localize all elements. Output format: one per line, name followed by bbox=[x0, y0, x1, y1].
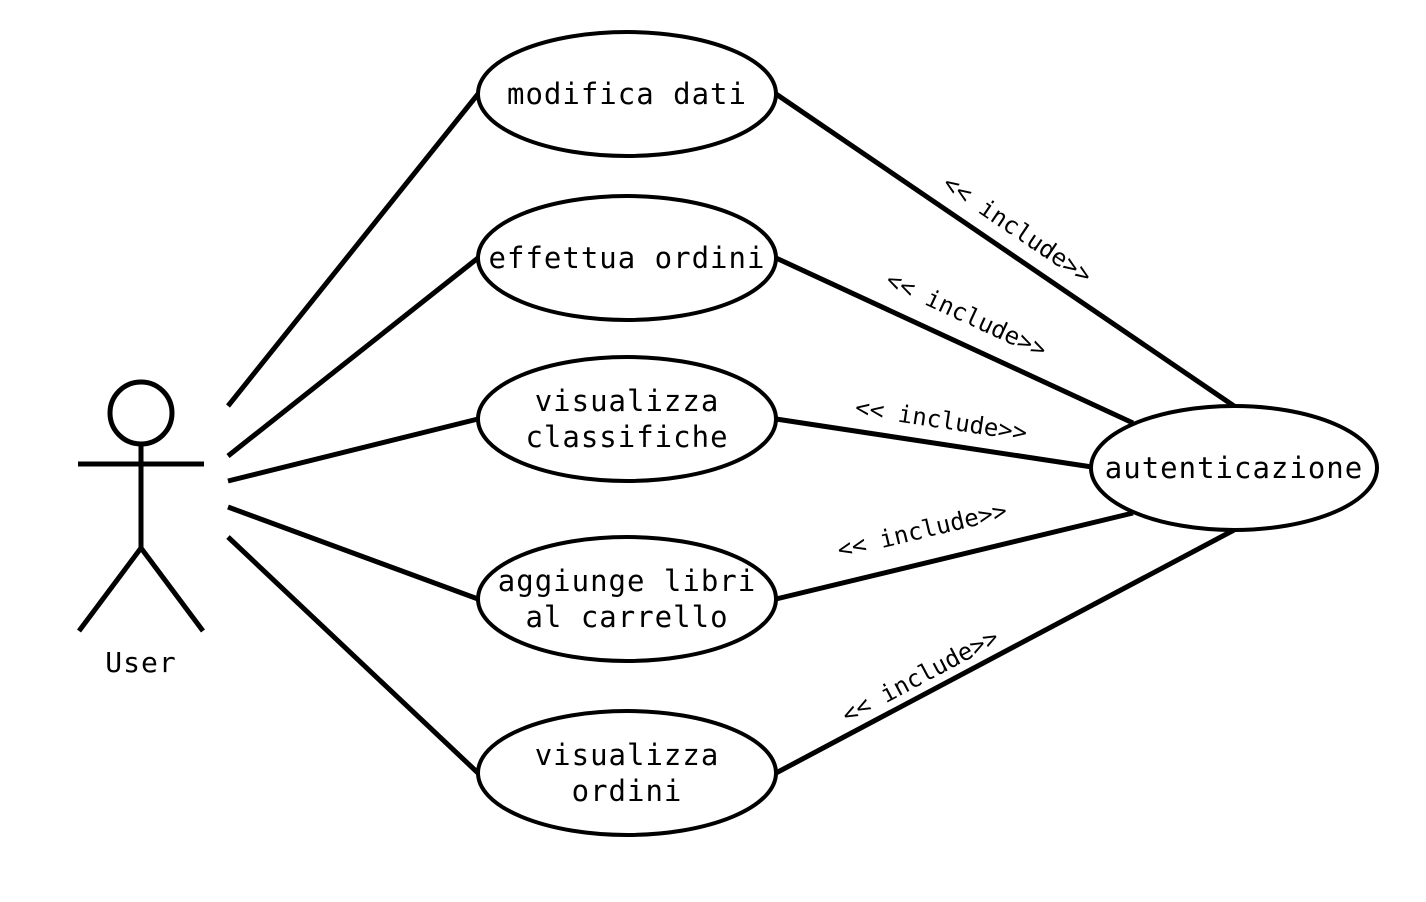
include-line-effettua-ordini bbox=[774, 255, 1135, 426]
include-label-4: << include>> bbox=[835, 496, 1010, 564]
use-case-label: modifica dati bbox=[507, 77, 747, 111]
assoc-line-modifica-dati bbox=[226, 92, 480, 408]
include-line-modifica-dati bbox=[774, 91, 1236, 409]
use-case-label-line-2: classifiche bbox=[525, 420, 728, 454]
use-case-label-line-1: aggiunge libri bbox=[498, 564, 756, 598]
use-case-visualizza-ordini: visualizza ordini bbox=[476, 709, 778, 837]
assoc-line-visualizza-classifiche bbox=[227, 416, 479, 484]
include-label-2: << include>> bbox=[882, 266, 1051, 364]
include-label-5: << include>> bbox=[837, 623, 1003, 729]
assoc-line-visualizza-ordini bbox=[226, 535, 480, 775]
assoc-line-effettua-ordini bbox=[226, 256, 480, 458]
actor-label: User bbox=[105, 646, 176, 679]
use-case-effettua-ordini: effettua ordini bbox=[476, 194, 778, 322]
assoc-line-aggiunge-libri bbox=[227, 504, 479, 602]
use-case-visualizza-classifiche: visualizza classifiche bbox=[476, 355, 778, 483]
use-case-label: autenticazione bbox=[1105, 451, 1363, 485]
use-case-label-line-2: ordini bbox=[572, 774, 683, 808]
include-label-3: << include>> bbox=[853, 393, 1029, 447]
actor-left-leg bbox=[76, 546, 144, 633]
use-case-aggiunge-libri: aggiunge libri al carrello bbox=[476, 535, 778, 663]
use-case-modifica-dati: modifica dati bbox=[476, 30, 778, 158]
actor-right-leg bbox=[138, 546, 206, 633]
include-line-aggiunge-libri bbox=[775, 510, 1134, 602]
use-case-label-line-2: al carrello bbox=[525, 600, 728, 634]
use-case-label-line-1: visualizza bbox=[535, 738, 720, 772]
actor-user: User bbox=[76, 379, 206, 679]
use-case-label: effettua ordini bbox=[489, 241, 766, 275]
include-line-visualizza-ordini bbox=[774, 527, 1236, 776]
include-label-1: << include>> bbox=[938, 169, 1097, 289]
use-case-autenticazione: autenticazione bbox=[1089, 404, 1379, 532]
actor-head bbox=[107, 379, 175, 447]
use-case-label-line-1: visualizza bbox=[535, 384, 720, 418]
include-line-visualizza-classifiche bbox=[775, 416, 1093, 470]
